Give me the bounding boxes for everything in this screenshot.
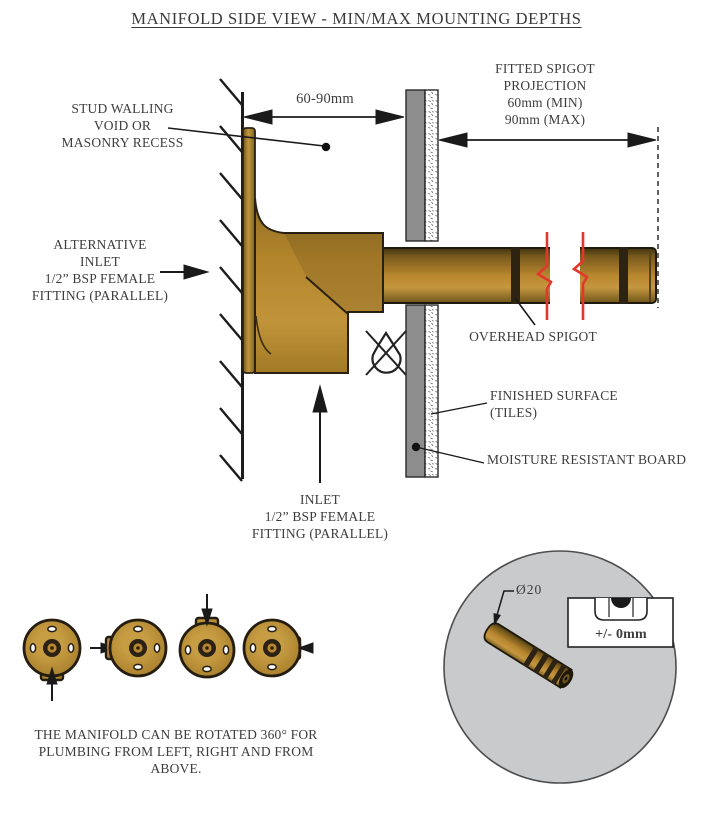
inlet-label: INLET 1/2” BSP FEMALE FITTING (PARALLEL) <box>251 492 389 541</box>
alternative-inlet-label: ALTERNATIVE INLET 1/2” BSP FEMALE FITTIN… <box>31 237 169 303</box>
overhead-spigot-leader <box>514 297 536 326</box>
dimension-arrow-60-90 <box>243 109 405 125</box>
rotation-arrow-down <box>201 594 213 627</box>
tile-layer-lower <box>424 304 439 478</box>
alternative-inlet-arrow <box>160 264 210 280</box>
overhead-spigot-pipe <box>377 247 657 304</box>
finished-surface-leader <box>430 402 488 415</box>
overhead-spigot-label: OVERHEAD SPIGOT <box>469 329 597 344</box>
inlet-arrow <box>312 384 328 483</box>
level-tolerance-label: +/- 0mm <box>595 627 647 642</box>
manifold-body <box>254 197 384 374</box>
spigot-diameter-label: Ø20 <box>516 582 543 597</box>
dimension-arrow-projection <box>438 132 657 148</box>
stud-walling-label: STUD WALLING VOID OR MASONRY RECESS <box>61 101 184 150</box>
rotation-arrow-up <box>46 666 58 701</box>
rotation-note-label: THE MANIFOLD CAN BE ROTATED 360° FOR PLU… <box>34 727 318 776</box>
manifold-front-view-port-right <box>242 618 314 678</box>
void-dimension-label: 60-90mm <box>296 91 354 107</box>
rotation-views <box>22 594 314 701</box>
diameter-leader <box>493 590 514 626</box>
level-vial-icon <box>567 597 674 648</box>
tile-layer-upper <box>424 89 439 242</box>
spigot-detail-view <box>443 550 677 784</box>
finished-surface-label: FINISHED SURFACE (TILES) <box>490 388 618 420</box>
manifold-front-view-port-up <box>178 594 236 679</box>
no-drip-icon <box>365 330 407 376</box>
manifold-front-view-port-left <box>104 618 168 678</box>
moisture-board-lower <box>405 304 439 478</box>
fitted-spigot-projection-label: FITTED SPIGOT PROJECTION 60mm (MIN) 90mm… <box>495 61 595 127</box>
page-title: MANIFOLD SIDE VIEW - MIN/MAX MOUNTING DE… <box>131 9 582 28</box>
spigot-oring-band <box>511 247 520 304</box>
pipe-break-icon <box>535 232 589 320</box>
spigot-oring-band <box>619 247 628 304</box>
manifold-front-view-port-down <box>22 618 82 701</box>
moisture-board-label: MOISTURE RESISTANT BOARD <box>487 452 687 467</box>
wall-line <box>219 78 244 482</box>
stud-walling-leader <box>167 127 331 152</box>
moisture-board-leader <box>411 442 485 464</box>
rotation-arrow-left <box>297 642 314 654</box>
moisture-board-upper <box>405 89 439 242</box>
manifold-back-plate <box>242 127 256 374</box>
